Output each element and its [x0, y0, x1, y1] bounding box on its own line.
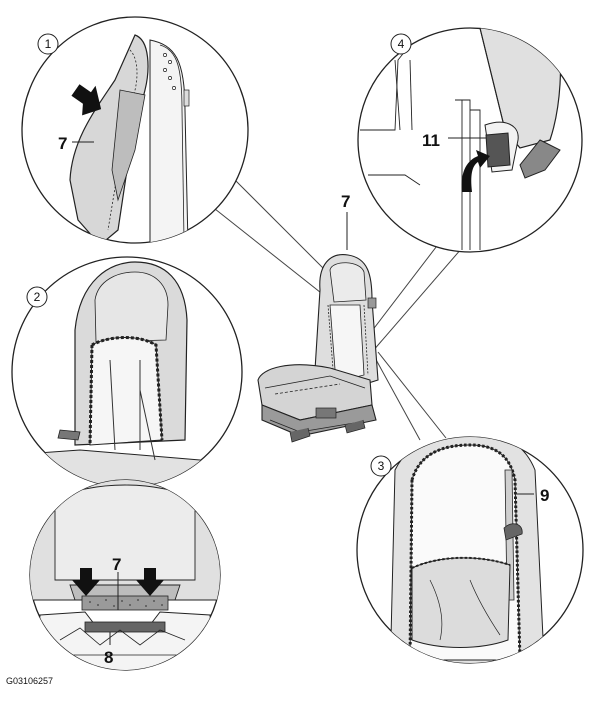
step-number-2: 2 [34, 290, 41, 304]
callout-11: 11 [422, 131, 440, 150]
step-number-4: 4 [398, 37, 405, 51]
pull-arrow-icon [461, 150, 490, 192]
push-arrow-icon [71, 84, 102, 116]
seat-main [257, 254, 379, 443]
down-arrow-icon [72, 568, 100, 596]
callout-7-detail-5: 7 [112, 555, 121, 574]
detail-4: 4 11 [357, 27, 583, 253]
detail-1: 1 7 [21, 16, 249, 244]
callout-7-detail-1: 7 [58, 134, 67, 153]
callout-7-seat: 7 [341, 192, 350, 211]
callout-8: 8 [104, 648, 113, 667]
figure-code: G03106257 [6, 676, 53, 686]
detail-3: 3 9 [356, 436, 584, 664]
detail-5: 7 8 [29, 479, 221, 671]
step-number-3: 3 [378, 459, 385, 473]
step-number-1: 1 [45, 37, 52, 51]
down-arrow-icon [136, 568, 164, 596]
detail-2: 2 [11, 256, 243, 488]
callout-9: 9 [540, 486, 549, 505]
